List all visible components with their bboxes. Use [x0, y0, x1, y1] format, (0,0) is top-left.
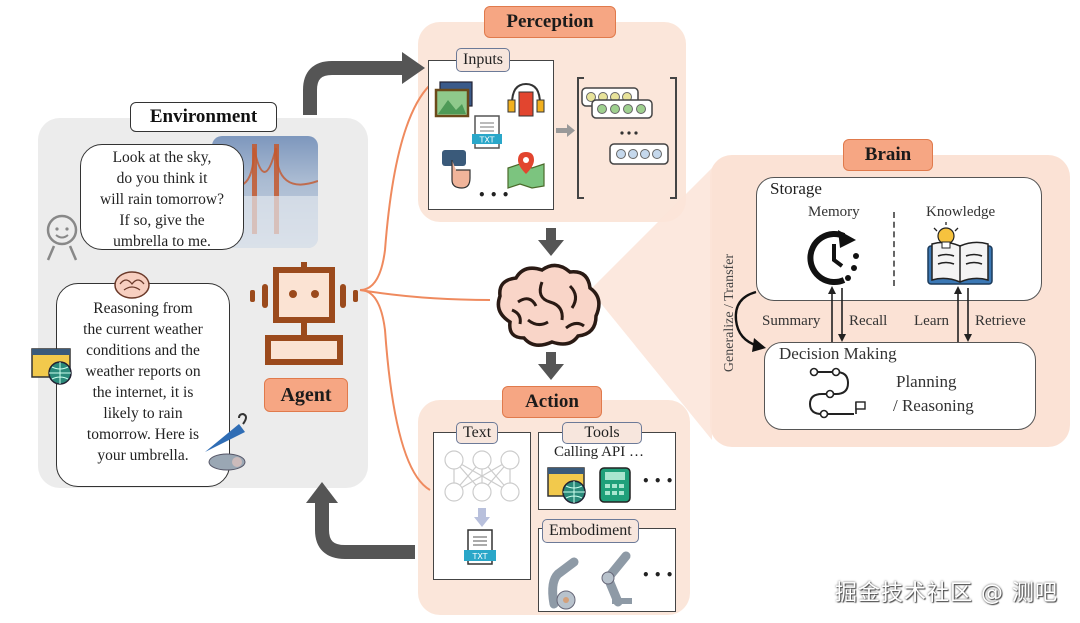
memory-arrows [828, 286, 846, 342]
agent-label: Agent [264, 378, 348, 412]
image-gallery-icon [434, 81, 473, 118]
user-speech-bubble: Look at the sky, do you think it will ra… [80, 144, 244, 250]
user-message-line: If so, give the [119, 212, 205, 229]
knowledge-arrows [954, 286, 972, 342]
memory-label: Memory [808, 204, 860, 220]
agent-reply-line: the internet, it is [92, 384, 194, 401]
agent-reply-line: conditions and the [86, 342, 200, 359]
web-api-globe-icon [547, 467, 586, 504]
svg-text:TXT: TXT [478, 136, 494, 145]
encode-arrow-icon [556, 124, 575, 137]
tools-ellipsis: • • • [642, 474, 674, 488]
learn-label: Learn [914, 313, 949, 329]
svg-text:TXT: TXT [471, 552, 487, 561]
decision-making-label: Decision Making [779, 344, 897, 363]
agent-reply-line: your umbrella. [97, 447, 189, 464]
small-brain-icon [114, 271, 150, 299]
storage-divider [893, 212, 895, 286]
user-message-line: will rain tomorrow? [100, 191, 224, 208]
agent-speech-bubble: Reasoning from the current weather condi… [56, 283, 230, 487]
embodiment-tab: Embodiment [542, 519, 639, 543]
user-message-line: do you think it [116, 170, 208, 187]
agent-reply-line: Reasoning from [93, 300, 193, 317]
neural-network-icon [444, 450, 520, 502]
recall-label: Recall [849, 313, 888, 329]
storage-label: Storage [770, 179, 822, 198]
planning-label: Planning [896, 372, 957, 391]
agent-reply-line: the current weather [83, 321, 203, 338]
generalize-transfer-label: Generalize / Transfer [722, 253, 737, 373]
inputs-tab: Inputs [456, 48, 510, 72]
down-arrow-to-brain [538, 228, 564, 256]
watermark: 掘金技术社区 @ 测吧 [835, 581, 1058, 606]
embodiment-ellipsis: • • • [642, 568, 674, 582]
inputs-ellipsis: • • • [478, 188, 510, 202]
txt-output-file-icon: TXT [464, 529, 496, 565]
storage-box [756, 177, 1042, 301]
calling-api-label: Calling API … [554, 444, 645, 460]
user-message-line: Look at the sky, [112, 149, 212, 166]
robot-arm-icon [548, 557, 579, 610]
action-title: Action [502, 386, 602, 418]
web-browser-globe-icon [31, 348, 72, 385]
environment-title: Environment [130, 102, 277, 132]
down-arrow-to-action [538, 352, 564, 380]
perception-title: Perception [484, 6, 616, 38]
text-generate-arrow-icon [474, 508, 490, 527]
agent-reply-line: weather reports on [85, 363, 201, 380]
user-message-line: umbrella to me. [113, 233, 211, 250]
touch-input-icon [442, 150, 471, 189]
txt-file-icon: TXT [472, 115, 502, 149]
robot-leg-icon [601, 551, 632, 607]
audio-headphones-icon [507, 82, 545, 117]
user-person-icon [46, 214, 78, 261]
agent-reply-line: likely to rain [103, 405, 183, 422]
knowledge-book-icon [927, 222, 993, 285]
planning-path-icon [808, 367, 866, 419]
tools-tab: Tools [562, 422, 642, 444]
knowledge-label: Knowledge [926, 204, 996, 220]
agent-robot-icon [250, 262, 358, 365]
embedding-vectors-icon [577, 77, 677, 199]
map-location-icon [507, 152, 545, 189]
memory-clock-icon [807, 230, 859, 285]
calculator-icon [599, 467, 631, 503]
text-tab: Text [456, 422, 499, 444]
umbrella-robot-icon [205, 412, 247, 471]
generalize-curve-arrow [734, 290, 766, 352]
summary-label: Summary [762, 313, 821, 329]
retrieve-label: Retrieve [975, 313, 1026, 329]
agent-reply-line: tomorrow. Here is [86, 426, 200, 443]
central-brain-icon [496, 263, 601, 347]
decision-making-box [764, 342, 1036, 430]
reasoning-label: / Reasoning [893, 396, 974, 415]
brain-title: Brain [843, 139, 933, 171]
